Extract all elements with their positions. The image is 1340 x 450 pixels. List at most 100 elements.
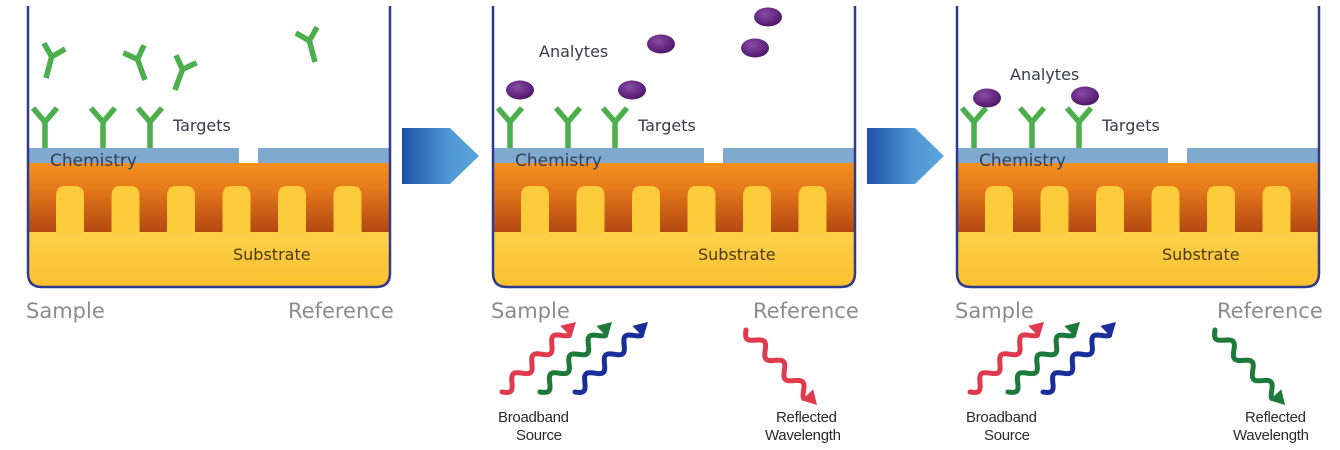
well-outline xyxy=(955,6,1321,289)
broadband-label-line1: Broadband xyxy=(966,409,1037,426)
substrate-top-layer xyxy=(28,163,390,233)
analyte-icon xyxy=(754,7,782,27)
source-wave-blue xyxy=(572,322,648,395)
sample-label: Sample xyxy=(26,299,105,323)
free-antibody-icon xyxy=(294,25,320,63)
grating-tooth xyxy=(333,186,362,233)
antibody-shape xyxy=(41,41,67,79)
reference-label: Reference xyxy=(288,299,394,323)
target-antibody-arms xyxy=(553,106,583,124)
well-outline xyxy=(26,6,392,289)
grating-tooth xyxy=(632,186,660,233)
grating-tooth xyxy=(222,186,251,233)
grating-tooth xyxy=(167,186,195,233)
wave-body xyxy=(743,327,807,401)
chemistry-layer-reference xyxy=(1187,148,1319,163)
grating-tooth xyxy=(56,186,84,233)
free-antibody-icon xyxy=(172,54,198,91)
source-wave-blue xyxy=(1040,322,1116,395)
source-wave-red xyxy=(499,322,576,395)
chemistry-layer-sample xyxy=(957,148,1168,163)
substrate-base xyxy=(28,232,390,287)
target-antibody-arms xyxy=(1017,106,1047,124)
chemistry-layer-sample xyxy=(28,148,239,163)
antibody-shape xyxy=(294,25,320,63)
well-outline xyxy=(491,6,857,289)
grating-tooth xyxy=(111,186,140,233)
wave-body xyxy=(1212,327,1275,401)
source-wave-green xyxy=(1005,322,1080,395)
grating-tooth xyxy=(1151,186,1180,233)
wave-body xyxy=(1005,332,1077,395)
wave-arrowhead xyxy=(596,322,612,338)
targets-label: Targets xyxy=(637,116,696,135)
chemistry-layer-reference xyxy=(258,148,390,163)
wave-body xyxy=(499,332,572,395)
reflected-wave-red xyxy=(743,327,817,405)
target-antibody-arms xyxy=(88,106,118,124)
step-arrow-1 xyxy=(402,128,479,184)
target-antibody-arms xyxy=(135,106,165,124)
chemistry-label: Chemistry xyxy=(979,151,1066,171)
substrate-label: Substrate xyxy=(1162,245,1240,264)
wave-body xyxy=(1040,332,1112,395)
sample-label: Sample xyxy=(491,299,570,323)
reflected-label-line2: Wavelength xyxy=(1233,427,1309,444)
substrate-label: Substrate xyxy=(233,245,311,264)
reflected-label-line2: Wavelength xyxy=(765,427,841,444)
broadband-label-line2: Source xyxy=(984,427,1030,444)
source-wave-red xyxy=(967,322,1044,395)
reference-label: Reference xyxy=(1217,299,1323,323)
wave-arrowhead xyxy=(560,322,576,338)
wave-arrowhead xyxy=(1100,322,1116,338)
grating-tooth xyxy=(1262,186,1291,233)
grating-tooth xyxy=(576,186,605,233)
wave-arrowhead xyxy=(801,389,817,405)
wave-arrowhead xyxy=(1028,322,1044,338)
reference-label: Reference xyxy=(753,299,859,323)
wave-arrowhead xyxy=(1064,322,1080,338)
chemistry-label: Chemistry xyxy=(50,151,137,171)
grating-tooth xyxy=(743,186,771,233)
target-antibody-arms xyxy=(959,106,989,124)
targets-label: Targets xyxy=(1101,116,1160,135)
broadband-label-line1: Broadband xyxy=(498,409,569,426)
grating-tooth xyxy=(1207,186,1235,233)
wave-body xyxy=(967,332,1040,395)
chemistry-layer-sample xyxy=(493,148,704,163)
step-arrow-2 xyxy=(867,128,944,184)
wave-arrowhead xyxy=(1269,389,1285,405)
analytes-label: Analytes xyxy=(1010,65,1079,84)
target-antibody-arms xyxy=(600,106,630,124)
sample-label: Sample xyxy=(955,299,1034,323)
reflected-label-line1: Reflected xyxy=(776,409,837,426)
antibody-shape xyxy=(172,54,198,91)
chemistry-layer-reference xyxy=(723,148,855,163)
source-wave-green xyxy=(537,322,612,395)
grating-tooth xyxy=(798,186,827,233)
grating-tooth xyxy=(985,186,1013,233)
substrate-top-layer xyxy=(493,163,855,233)
chemistry-label: Chemistry xyxy=(515,151,602,171)
broadband-label-line2: Source xyxy=(516,427,562,444)
grating-tooth xyxy=(1040,186,1069,233)
substrate-base xyxy=(957,232,1319,287)
grating-tooth xyxy=(521,186,549,233)
wave-arrowhead xyxy=(632,322,648,338)
antibody-shape xyxy=(122,44,148,81)
analyte-icon xyxy=(618,80,646,100)
substrate-top-layer xyxy=(957,163,1319,233)
captured-analyte-icon xyxy=(973,88,1001,108)
captured-analyte-icon xyxy=(1071,86,1099,106)
analyte-icon xyxy=(741,38,769,58)
wave-body xyxy=(572,332,644,395)
analytes-label: Analytes xyxy=(539,42,608,61)
grating-tooth xyxy=(687,186,716,233)
substrate-label: Substrate xyxy=(698,245,776,264)
analyte-icon xyxy=(506,80,534,100)
reflected-label-line1: Reflected xyxy=(1245,409,1306,426)
free-antibody-icon xyxy=(41,41,67,79)
